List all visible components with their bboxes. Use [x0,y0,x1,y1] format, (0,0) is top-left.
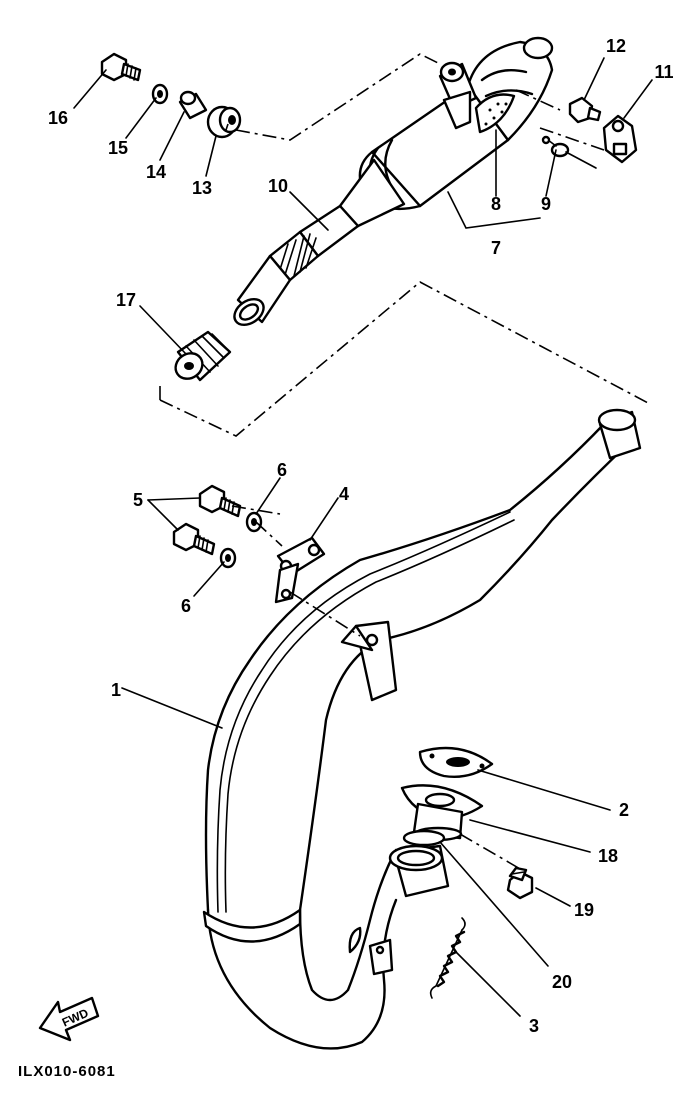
spark-arrester-screen [474,93,516,134]
washer-6-lower [219,547,237,569]
fwd-arrow-icon: FWD [38,996,100,1042]
diagram-code: ILX010-6081 [18,1063,116,1080]
gasket-2 [418,746,494,778]
screw-9 [541,135,597,169]
callout-17: 17 [116,290,136,310]
callout-15: 15 [108,138,128,158]
o-ring-20 [402,829,446,847]
spring-3 [429,917,466,999]
bolt-5-upper [198,484,242,518]
callout-18: 18 [598,846,618,866]
callout-14: 14 [146,162,166,182]
callout-3: 3 [529,1016,539,1036]
washer-6-upper [245,511,263,533]
callout-2: 2 [619,800,629,820]
callout-9: 9 [541,194,551,214]
callout-16: 16 [48,108,68,128]
callout-6-upper: 6 [277,460,287,480]
bracket-4 [274,536,326,604]
callout-11: 11 [654,62,673,82]
bolt-5-lower [172,522,216,556]
bracket-11 [602,114,638,164]
callout-4: 4 [339,484,349,504]
bolt-16 [100,52,142,82]
silencer [233,36,554,327]
callout-13: 13 [192,178,212,198]
bolt-19 [506,866,534,900]
assembly-lines [159,53,651,871]
callout-labels: 16 15 14 13 12 11 10 9 8 7 17 6 5 4 6 1 … [48,36,674,1036]
grommet-13 [206,105,242,139]
callout-6-lower: 6 [181,596,191,616]
sleeve-17 [174,330,232,382]
callout-5: 5 [133,490,143,510]
collar-14 [178,90,208,120]
callout-12: 12 [606,36,626,56]
callout-20: 20 [552,972,572,992]
nut-12 [568,96,602,124]
callout-8: 8 [491,194,501,214]
exhaust-pipe [202,408,642,1050]
callout-10: 10 [268,176,288,196]
callout-1: 1 [111,680,121,700]
leader-lines [73,57,653,1017]
callout-19: 19 [574,900,594,920]
callout-7: 7 [491,238,501,258]
